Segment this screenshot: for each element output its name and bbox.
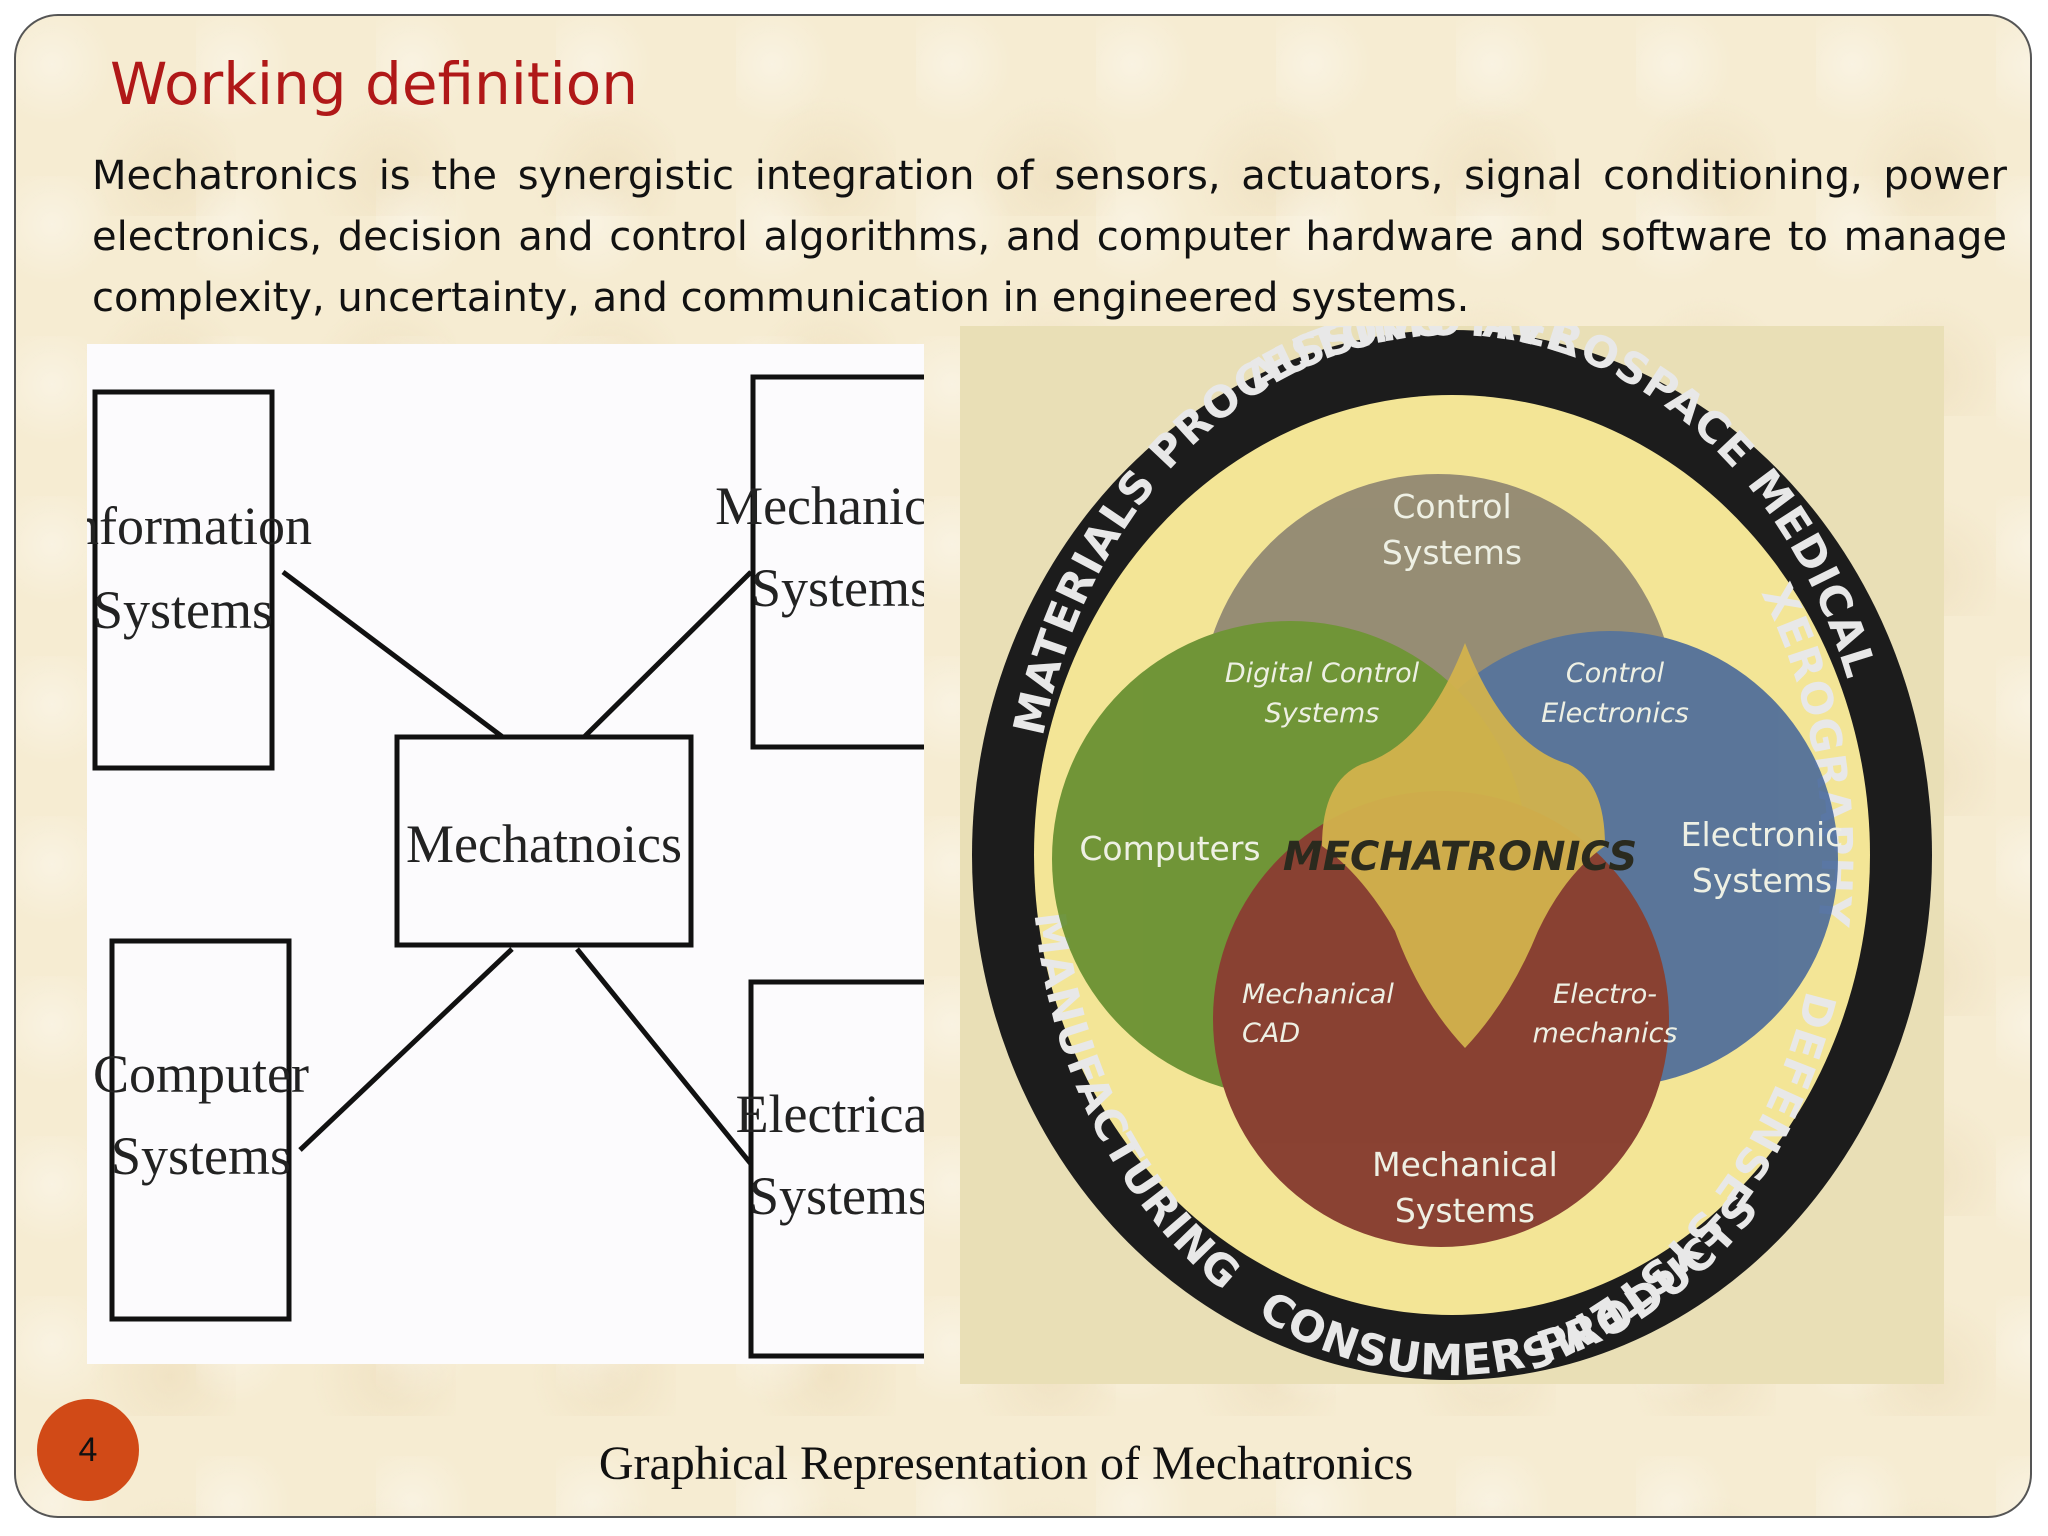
- mechanical-cad-label-2: CAD: [1242, 1018, 1300, 1049]
- control-electronics-label-1: Control: [1566, 658, 1665, 689]
- connector-electrical: [575, 947, 753, 1166]
- information-systems-label-2: Systems: [93, 580, 273, 640]
- slide: Working definition Mechatronics is the s…: [14, 14, 2032, 1518]
- page-number: 4: [78, 1430, 98, 1469]
- mechanical-cad-label-1: Mechanical: [1242, 979, 1394, 1010]
- information-systems-label-1: Information: [87, 496, 312, 556]
- mechanical-systems-label-1: Mechanical: [1372, 1145, 1558, 1184]
- digital-control-label-1: Digital Control: [1225, 658, 1420, 689]
- computer-systems-label-2: Systems: [111, 1126, 291, 1186]
- mechatronics-center-box: [394, 734, 694, 948]
- connector-information: [281, 570, 514, 746]
- slide-title: Working definition: [110, 50, 639, 118]
- connector-mechanical: [575, 570, 753, 746]
- venn-diagram-svg: MATERIALS PROCESSING AUTOMOTIVE AEROSPAC…: [972, 296, 1932, 1387]
- mechatronics-center-label: MECHATRONICS: [1283, 834, 1637, 880]
- electro-mechanics-label-2: mechanics: [1533, 1018, 1678, 1049]
- digital-control-label-2: Systems: [1265, 698, 1380, 729]
- connector-computer: [298, 947, 514, 1152]
- mechanical-systems-label-1: Mechanical: [715, 476, 924, 536]
- electro-mechanics-label-1: Electro-: [1553, 979, 1657, 1010]
- block-diagram: Information Systems Mechanical Systems M…: [54, 344, 967, 1364]
- figure-caption: Graphical Representation of Mechatronics: [598, 1437, 1414, 1490]
- electronic-systems-label-1: Electronic: [1681, 815, 1844, 854]
- venn-panel: MATERIALS PROCESSING AUTOMOTIVE AEROSPAC…: [960, 296, 1944, 1387]
- mechanical-systems-label-2: Systems: [751, 558, 924, 618]
- computer-systems-box: [109, 938, 292, 1322]
- mechanical-systems-box: [750, 374, 933, 750]
- mechanical-systems-label-2: Systems: [1395, 1191, 1535, 1230]
- information-systems-box: [92, 389, 275, 771]
- mechatronics-center-label: Mechatnoics: [406, 814, 682, 874]
- electrical-systems-box: [748, 979, 931, 1359]
- electronic-systems-label-2: Systems: [1692, 861, 1832, 900]
- computer-systems-label-1: Computer: [93, 1044, 309, 1104]
- page-number-badge: 4: [37, 1399, 139, 1501]
- control-systems-label-2: Systems: [1382, 533, 1522, 572]
- block-diagram-svg: Information Systems Mechanical Systems M…: [54, 374, 967, 1359]
- control-systems-label-1: Control: [1392, 487, 1511, 526]
- mechanical-systems-circle: [1213, 791, 1669, 1247]
- definition-text: Mechatronics is the synergistic integrat…: [92, 153, 2007, 321]
- electrical-systems-label-2: Systems: [749, 1166, 924, 1226]
- computers-label: Computers: [1079, 829, 1260, 868]
- mechatronics-center-shape: [1322, 643, 1605, 1048]
- control-electronics-label-2: Electronics: [1541, 698, 1689, 729]
- electrical-systems-label-1: Electrical: [736, 1084, 924, 1144]
